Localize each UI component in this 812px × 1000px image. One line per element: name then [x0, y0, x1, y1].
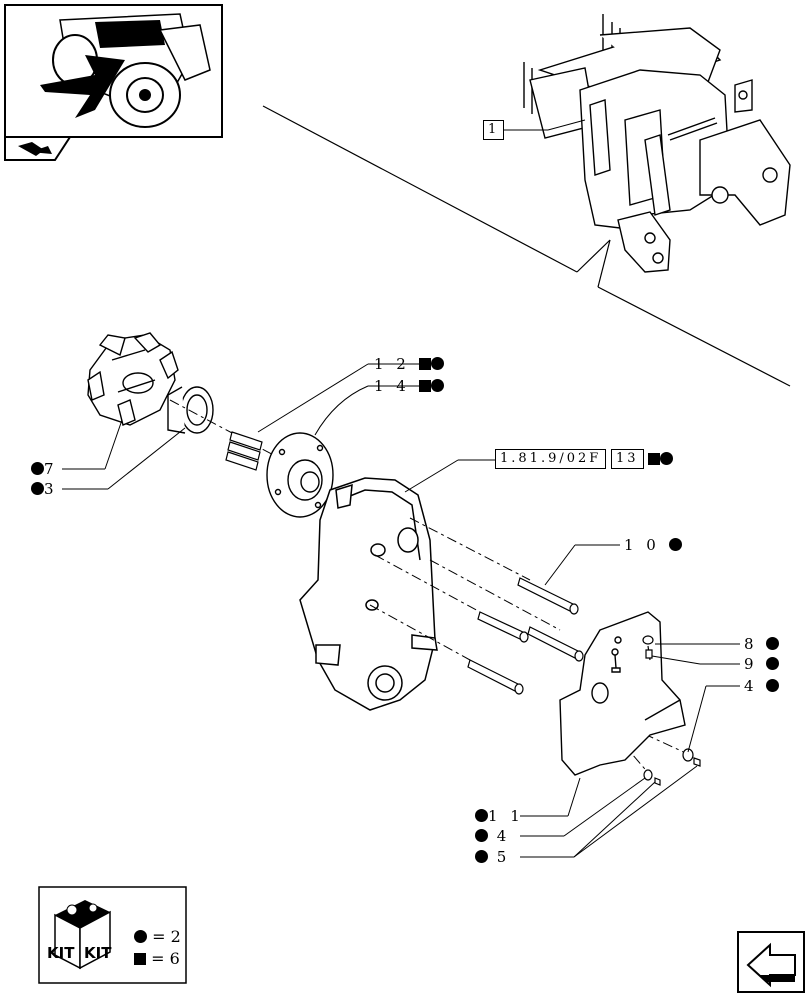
callout-1[interactable]: 1 — [483, 120, 505, 140]
dot-marker-icon — [134, 930, 147, 943]
kit-legend-dot-row: = 2 — [134, 926, 181, 948]
kit-label-right: KIT — [84, 944, 112, 962]
next-page-arrow-icon[interactable] — [737, 931, 805, 993]
kit-legend-square-row: = 6 — [134, 948, 181, 970]
dot-marker-icon — [430, 357, 444, 370]
callout-11[interactable]: 1 1 — [475, 808, 524, 824]
elastic-coupling — [87, 332, 179, 426]
gearbox-housing — [299, 477, 438, 711]
callout-10[interactable]: 1 0 — [624, 537, 682, 553]
square-marker-icon — [134, 953, 146, 965]
dot-marker-icon — [475, 809, 488, 822]
dot-marker-icon — [766, 637, 780, 650]
square-marker-icon — [648, 453, 660, 465]
dot-marker-icon — [668, 538, 682, 551]
dot-marker-icon — [31, 482, 44, 495]
callout-3[interactable]: 3 — [31, 481, 58, 497]
dot-marker-icon — [766, 657, 780, 670]
callout-4-bottom[interactable]: 4 — [475, 828, 510, 844]
dot-marker-icon — [660, 452, 673, 465]
dot-marker-icon — [475, 850, 488, 863]
support-bracket — [559, 611, 686, 776]
callout-12[interactable]: 1 2 — [374, 356, 444, 372]
flange — [266, 432, 334, 518]
callout-4-right[interactable]: 4 — [744, 678, 780, 694]
dot-marker-icon — [31, 462, 44, 475]
front-support-assembly — [523, 14, 791, 273]
callout-14[interactable]: 1 4 — [374, 378, 444, 394]
square-marker-icon — [418, 380, 431, 392]
kit-legend: = 2 = 6 — [134, 926, 181, 970]
bushing — [167, 386, 214, 434]
callout-13-markers — [648, 451, 673, 467]
dot-marker-icon — [766, 679, 780, 692]
tractor-thumbnail[interactable] — [4, 4, 223, 138]
callout-9[interactable]: 9 — [744, 656, 780, 672]
callout-ref-code[interactable]: 1.81.9/02F — [495, 449, 607, 469]
dot-marker-icon — [475, 829, 488, 842]
square-marker-icon — [418, 358, 431, 370]
page-back-icon[interactable] — [4, 136, 72, 161]
dot-marker-icon — [430, 379, 444, 392]
callout-8[interactable]: 8 — [744, 636, 780, 652]
kit-label-left: KIT — [47, 944, 75, 962]
callout-13[interactable]: 13 — [611, 449, 644, 469]
callout-5[interactable]: 5 — [475, 849, 510, 865]
callout-7[interactable]: 7 — [31, 461, 58, 477]
kit-box-icon — [38, 886, 187, 984]
